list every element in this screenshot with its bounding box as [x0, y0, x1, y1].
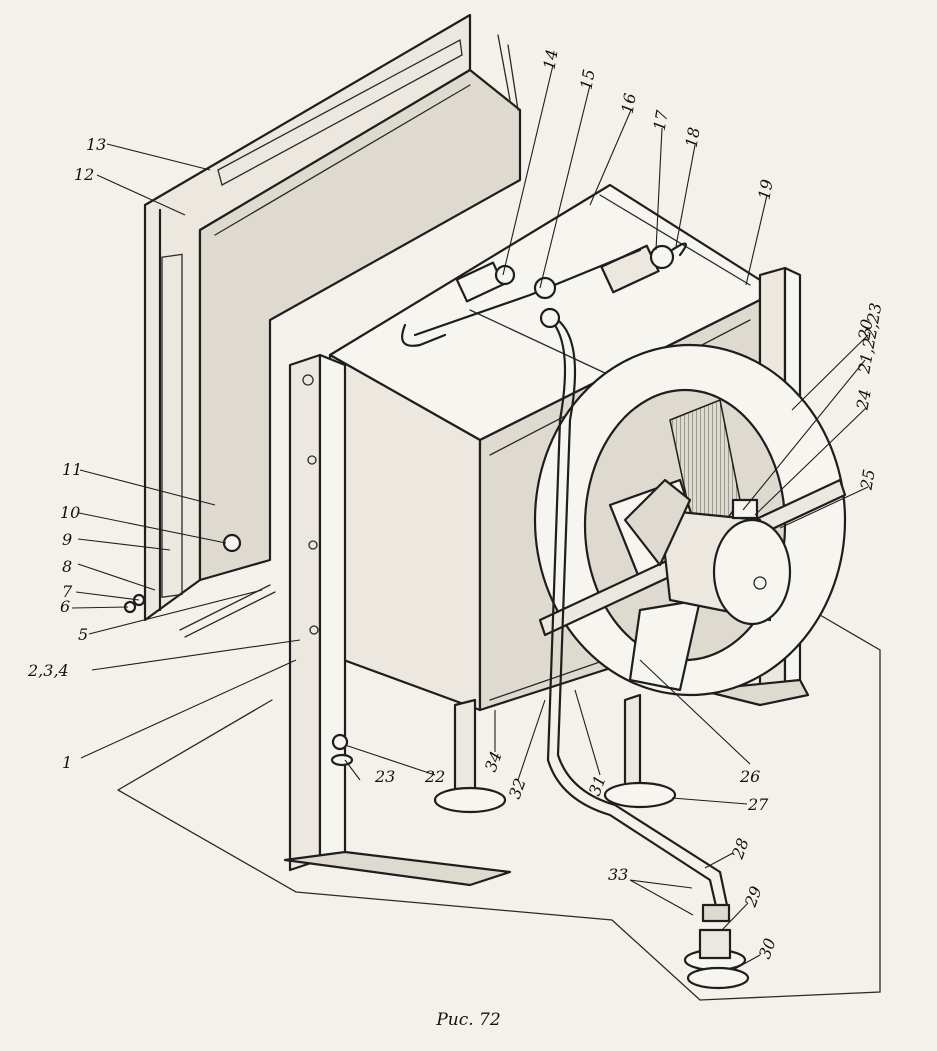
figure-caption: Рис. 72 [436, 1010, 501, 1030]
callout-16: 16 [618, 92, 640, 115]
callout-26: 26 [739, 767, 760, 786]
callout-7: 7 [62, 582, 73, 601]
callout-15: 15 [576, 68, 598, 91]
callout-12: 12 [74, 165, 94, 184]
callout-20: 20 [854, 318, 876, 342]
drain-pipe [539, 307, 750, 990]
callout-17: 17 [650, 108, 672, 132]
callout-28: 28 [728, 836, 753, 863]
callout-2-3-4: 2,3,4 [27, 661, 69, 680]
callout-24: 24 [852, 388, 874, 412]
callout-22: 22 [424, 767, 445, 786]
callout-8: 8 [62, 557, 72, 576]
callout-34: 34 [481, 749, 506, 775]
callout-23: 23 [374, 767, 395, 786]
callout-9: 9 [62, 530, 72, 549]
callout-18: 18 [682, 126, 704, 149]
callout-10: 10 [60, 503, 80, 522]
callout-32: 32 [505, 776, 530, 802]
callout-25: 25 [856, 468, 878, 492]
callout-19: 19 [754, 178, 776, 201]
callout-11: 11 [62, 460, 82, 479]
fan-motor [623, 478, 792, 626]
top-connectors [401, 242, 688, 347]
callout-33: 33 [608, 865, 628, 884]
callout-27: 27 [747, 795, 769, 814]
callout-30: 30 [755, 936, 780, 962]
callout-5: 5 [78, 625, 88, 644]
callout-13: 13 [86, 135, 106, 154]
support-legs [330, 693, 677, 814]
callout-14: 14 [539, 48, 561, 71]
callout-1: 1 [62, 753, 72, 772]
leader-lines [71, 64, 869, 971]
ground-outline [117, 614, 881, 1001]
callout-6: 6 [60, 597, 70, 616]
